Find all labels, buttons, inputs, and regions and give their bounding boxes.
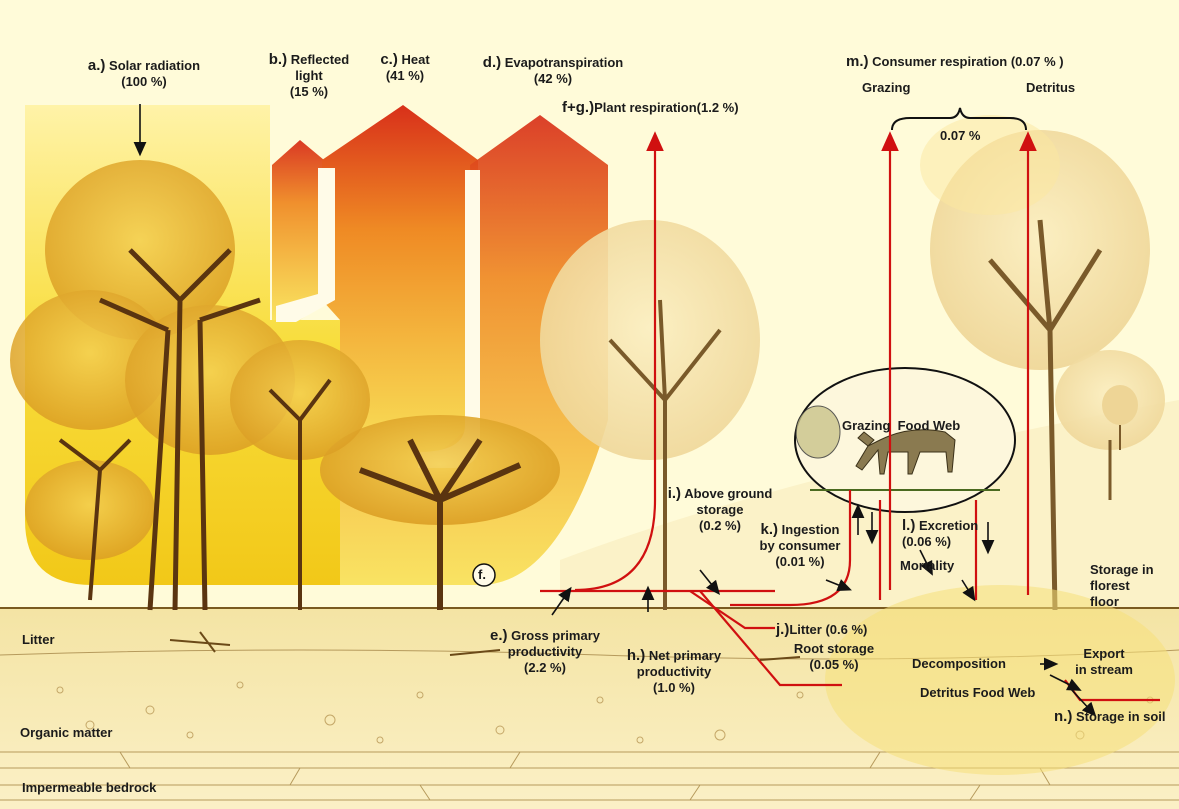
label-consumer-respiration: m.) Consumer respiration (0.07 % ) (846, 54, 1064, 70)
label-root-storage: Root storage (0.05 %) (774, 641, 894, 673)
label-detritus-food-web: Detritus Food Web (920, 685, 1035, 701)
label-grazing-food-web: Grazing Food Web (842, 418, 960, 434)
label-l-letter: l.) (902, 517, 915, 534)
label-c-letter: c.) (380, 51, 398, 68)
label-evapotranspiration: d.) Evapotranspiration (42 %) (468, 55, 638, 87)
label-b-value: (15 %) (290, 84, 328, 99)
label-n-letter: n.) (1054, 708, 1072, 725)
label-i-value: (0.2 %) (699, 518, 741, 533)
label-heat: c.) Heat (41 %) (375, 52, 435, 84)
label-organic-matter: Organic matter (20, 725, 112, 741)
label-h-text2: productivity (637, 664, 711, 679)
label-e-text: Gross primary (511, 628, 600, 643)
label-plant-respiration: f+g.)Plant respiration(1.2 %) (562, 100, 739, 116)
label-m-letter: m.) (846, 53, 869, 70)
label-k-text: Ingestion (782, 522, 840, 537)
label-export-line1: Export (1083, 646, 1124, 661)
label-b-letter: b.) (269, 51, 287, 68)
label-a-value: (100 %) (121, 74, 167, 89)
label-root-value: (0.05 %) (809, 657, 858, 672)
label-i-letter: i.) (668, 485, 681, 502)
label-j-letter: j.) (776, 621, 789, 638)
label-storage-floor-line1: Storage in (1090, 562, 1154, 577)
label-i-text2: storage (697, 502, 744, 517)
label-litter-flow: j.)Litter (0.6 %) (776, 622, 867, 638)
label-excretion: l.) Excretion (0.06 %) (902, 518, 978, 550)
label-export-stream: Export in stream (1062, 646, 1146, 678)
label-j-text: Litter (0.6 %) (789, 622, 867, 637)
label-e-letter: e.) (490, 627, 508, 644)
label-grazing: Grazing (862, 80, 910, 96)
label-bedrock: Impermeable bedrock (22, 780, 156, 796)
label-solar-radiation: a.) Solar radiation (100 %) (86, 58, 202, 90)
label-h-letter: h.) (627, 647, 645, 664)
label-net-primary-productivity: h.) Net primary productivity (1.0 %) (614, 648, 734, 696)
label-d-letter: d.) (483, 54, 501, 71)
label-b-text: Reflected (291, 52, 350, 67)
label-storage-floor-line2: florest (1090, 578, 1130, 593)
label-storage-in-soil: n.) Storage in soil (1054, 709, 1166, 725)
label-d-text: Evapotranspiration (505, 55, 623, 70)
label-export-line2: in stream (1075, 662, 1133, 677)
label-d-value: (42 %) (534, 71, 572, 86)
label-a-letter: a.) (88, 57, 106, 74)
label-a-text: Solar radiation (109, 58, 200, 73)
label-e-text2: productivity (508, 644, 582, 659)
label-fg-text: Plant respiration(1.2 %) (594, 100, 738, 115)
label-root-text: Root storage (794, 641, 874, 656)
detritus-zone (825, 585, 1175, 775)
label-brace-value: 0.07 % (940, 128, 980, 144)
label-k-value: (0.01 %) (775, 554, 824, 569)
label-decomposition: Decomposition (912, 656, 1006, 672)
label-l-text: Excretion (919, 518, 978, 533)
label-litter-layer: Litter (22, 632, 55, 648)
label-n-text: Storage in soil (1076, 709, 1166, 724)
label-m-text: Consumer respiration (0.07 % ) (872, 54, 1063, 69)
label-c-value: (41 %) (386, 68, 424, 83)
label-c-text: Heat (401, 52, 429, 67)
label-detritus: Detritus (1026, 80, 1075, 96)
label-reflected-light: b.) Reflected light (15 %) (264, 52, 354, 100)
label-i-text: Above ground (684, 486, 772, 501)
label-h-text: Net primary (649, 648, 721, 663)
label-storage-forest-floor: Storage in florest floor (1090, 562, 1154, 610)
label-h-value: (1.0 %) (653, 680, 695, 695)
label-fg-letter: f+g.) (562, 99, 594, 116)
label-l-value: (0.06 %) (902, 534, 951, 549)
label-storage-floor-line3: floor (1090, 594, 1119, 609)
label-mortality: Mortality (900, 558, 954, 574)
label-f-marker: f. (478, 567, 486, 583)
label-ingestion: k.) Ingestion by consumer (0.01 %) (750, 522, 850, 570)
label-k-letter: k.) (761, 521, 779, 538)
label-b-text2: light (295, 68, 322, 83)
label-e-value: (2.2 %) (524, 660, 566, 675)
label-k-text2: by consumer (760, 538, 841, 553)
label-gross-primary-productivity: e.) Gross primary productivity (2.2 %) (470, 628, 620, 676)
